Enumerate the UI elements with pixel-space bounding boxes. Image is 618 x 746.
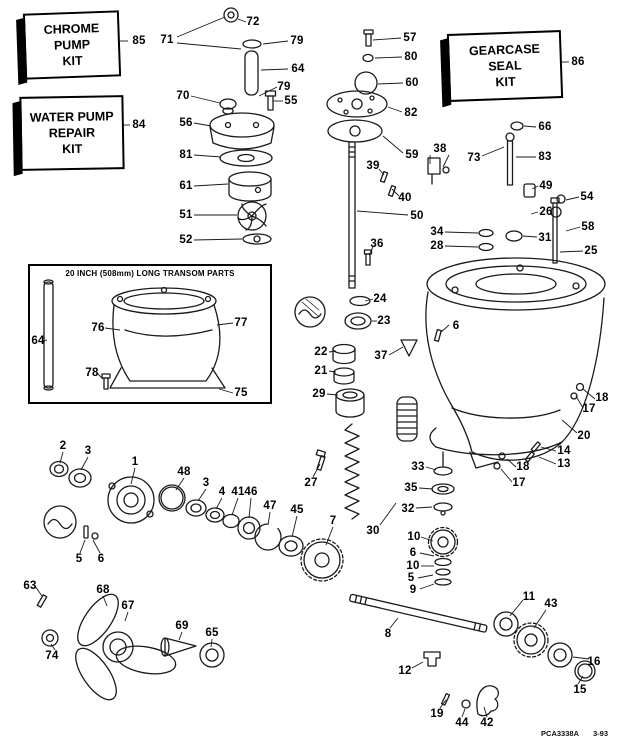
chrome-pump-kit-label: CHROME PUMP KIT <box>43 20 100 69</box>
gearcase-seal-kit-box: GEARCASE SEAL KIT <box>446 30 564 102</box>
water-pump-repair-kit-label: WATER PUMP REPAIR KIT <box>29 108 114 157</box>
footer: PCA3338A 3-93 <box>541 729 608 738</box>
gearcase-seal-kit-label: GEARCASE SEAL KIT <box>468 41 541 90</box>
water-pump-repair-kit-box: WATER PUMP REPAIR KIT <box>19 95 125 171</box>
drawing-code: PCA3338A <box>541 729 579 738</box>
transom-parts-box: 20 INCH (508mm) LONG TRANSOM PARTS <box>28 264 272 404</box>
drawing-date: 3-93 <box>592 729 608 738</box>
chrome-pump-kit-box: CHROME PUMP KIT <box>22 10 122 80</box>
transom-parts-label: 20 INCH (508mm) LONG TRANSOM PARTS <box>65 269 235 278</box>
